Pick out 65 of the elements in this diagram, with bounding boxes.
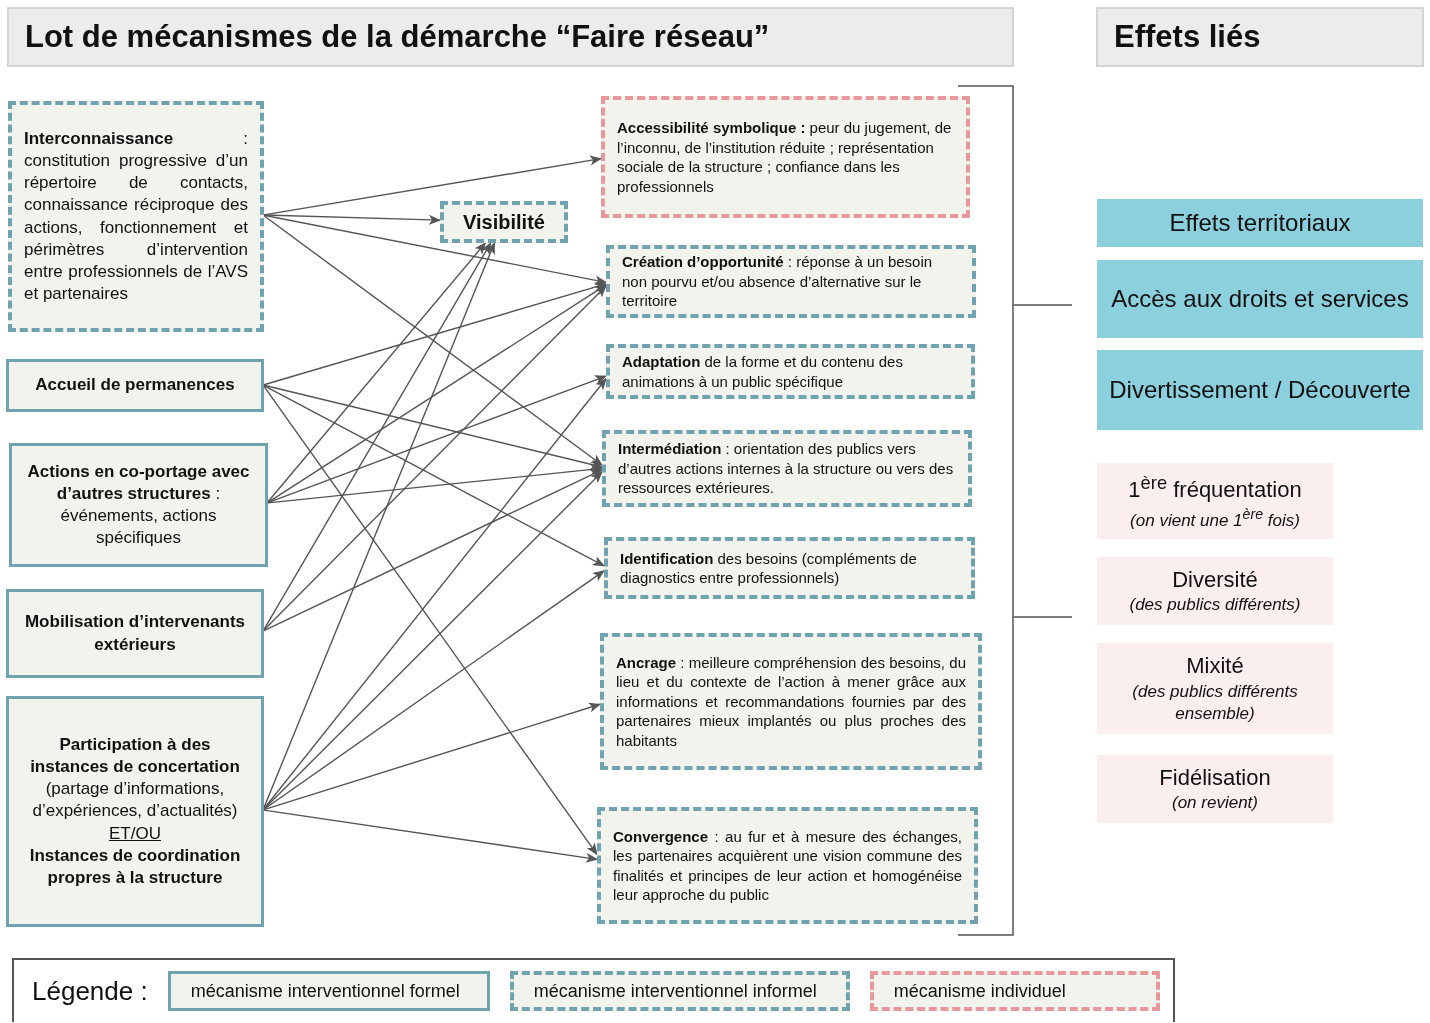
mechanism-box: [6, 359, 264, 412]
arrow: [263, 384, 605, 567]
arrow: [267, 242, 487, 503]
node-text: Mobilisation d’intervenants extérieurs: [23, 611, 247, 656]
mechanism-box: [604, 537, 975, 599]
node-text: (des publics différents): [1129, 594, 1301, 617]
legend-entry: mécanisme interventionnel formel: [167, 971, 490, 1011]
node-text: Interconnaissance : constitution progressive d’un répertoire de contacts, connaissance réciproque des actions, fonctionnement et périmètres d’intervention entre professionnels de l’AVS et partenaires: [24, 128, 248, 305]
node-text: Effets territoriaux: [1169, 208, 1351, 239]
effect-box: [1097, 350, 1423, 430]
mechanism-box: [602, 430, 972, 507]
arrow: [263, 285, 607, 631]
arrow: [267, 284, 607, 504]
arrow: [263, 809, 598, 863]
arrow: [263, 282, 607, 386]
node-text: (on revient): [1172, 792, 1258, 815]
node-text: Accessibilité symbolique : peur du jugement, de l’inconnu, de l’institution réduite ; représentation sociale de la structure ; confiance dans les professionnels: [617, 118, 953, 196]
mechanism-box: [601, 96, 970, 218]
mechanism-box: [606, 344, 975, 399]
arrow: [263, 242, 492, 630]
legend-entry: mécanisme interventionnel informel: [509, 971, 850, 1011]
arrow: [263, 384, 603, 470]
node-text: Instances de coordination propres à la structure: [28, 844, 242, 889]
arrow: [267, 375, 607, 504]
node-text: (on vient une 1$^{ère}$ fois): [1130, 504, 1300, 532]
node-text: Identification des besoins (compléments de diagnostics entre professionnels): [620, 548, 918, 588]
arrow: [263, 469, 603, 632]
arrow: [263, 214, 607, 286]
node-text: Adaptation de la forme et du contenu des animations à un public spécifique: [622, 352, 904, 391]
arrow: [263, 242, 496, 809]
mechanism-box: [8, 101, 264, 332]
node-text: Intermédiation : orientation des publics vers d’autres actions internes à la structure ou vers des ressources extérieures.: [618, 439, 955, 498]
mechanism-box: [597, 807, 978, 924]
effect-box: [1097, 260, 1423, 338]
legend-entry: mécanisme individuel: [869, 971, 1160, 1011]
arrow: [267, 464, 603, 504]
node-text: Divertissement / Découverte: [1109, 375, 1411, 406]
node-text: Visibilité: [462, 210, 546, 235]
node-text: Actions en co-portage avec d’autres structures : événements, actions spécifiques: [26, 460, 251, 550]
effect-box: [1097, 199, 1423, 247]
arrow: [263, 471, 603, 810]
node-text: ET/OU: [108, 822, 162, 845]
node-text: Mixité: [1186, 652, 1244, 681]
node-text: Fidélisation: [1159, 763, 1271, 792]
node-text: Accueil de permanences: [34, 374, 236, 397]
legend-title: Légende :: [32, 975, 148, 1007]
mechanism-box: [6, 589, 264, 678]
heading: Effets liés: [1114, 19, 1261, 55]
arrow: [263, 570, 605, 810]
mechanism-box: [6, 696, 264, 927]
arrow: [263, 702, 601, 811]
node-text: Participation à des instances de concertation (partage d’informations, d’expériences, d’actualités): [29, 734, 241, 823]
node-text: (des publics différents ensemble): [1131, 680, 1299, 725]
mechanism-box: [9, 443, 268, 567]
arrow: [263, 215, 603, 466]
node-text: 1$^{ère}$ fréquentation: [1128, 470, 1302, 504]
node-text: Diversité: [1172, 565, 1258, 594]
mechanism-box: [440, 201, 568, 243]
node-text: Ancrage : meilleure compréhension des besoins, du lieu et du contexte de l’action à mener grâce aux informations et recommandations fournies par des partenaires mieux implantés ou plus proches des habitants: [616, 652, 966, 751]
title: Lot de mécanismes de la démarche “Faire réseau”: [25, 19, 770, 55]
mechanism-box: [600, 633, 982, 770]
mechanism-box: [606, 245, 976, 318]
node-text: Accès aux droits et services: [1111, 284, 1409, 315]
node-text: Convergence : au fur et à mesure des échanges, les partenaires acquièrent une vision commune des finalités et principes de leur action et homogénéise leur approche du public: [613, 826, 962, 905]
node-text: Création d’opportunité : réponse à un besoin non pourvu et/ou absence d’alternative sur le territoire: [622, 252, 934, 311]
